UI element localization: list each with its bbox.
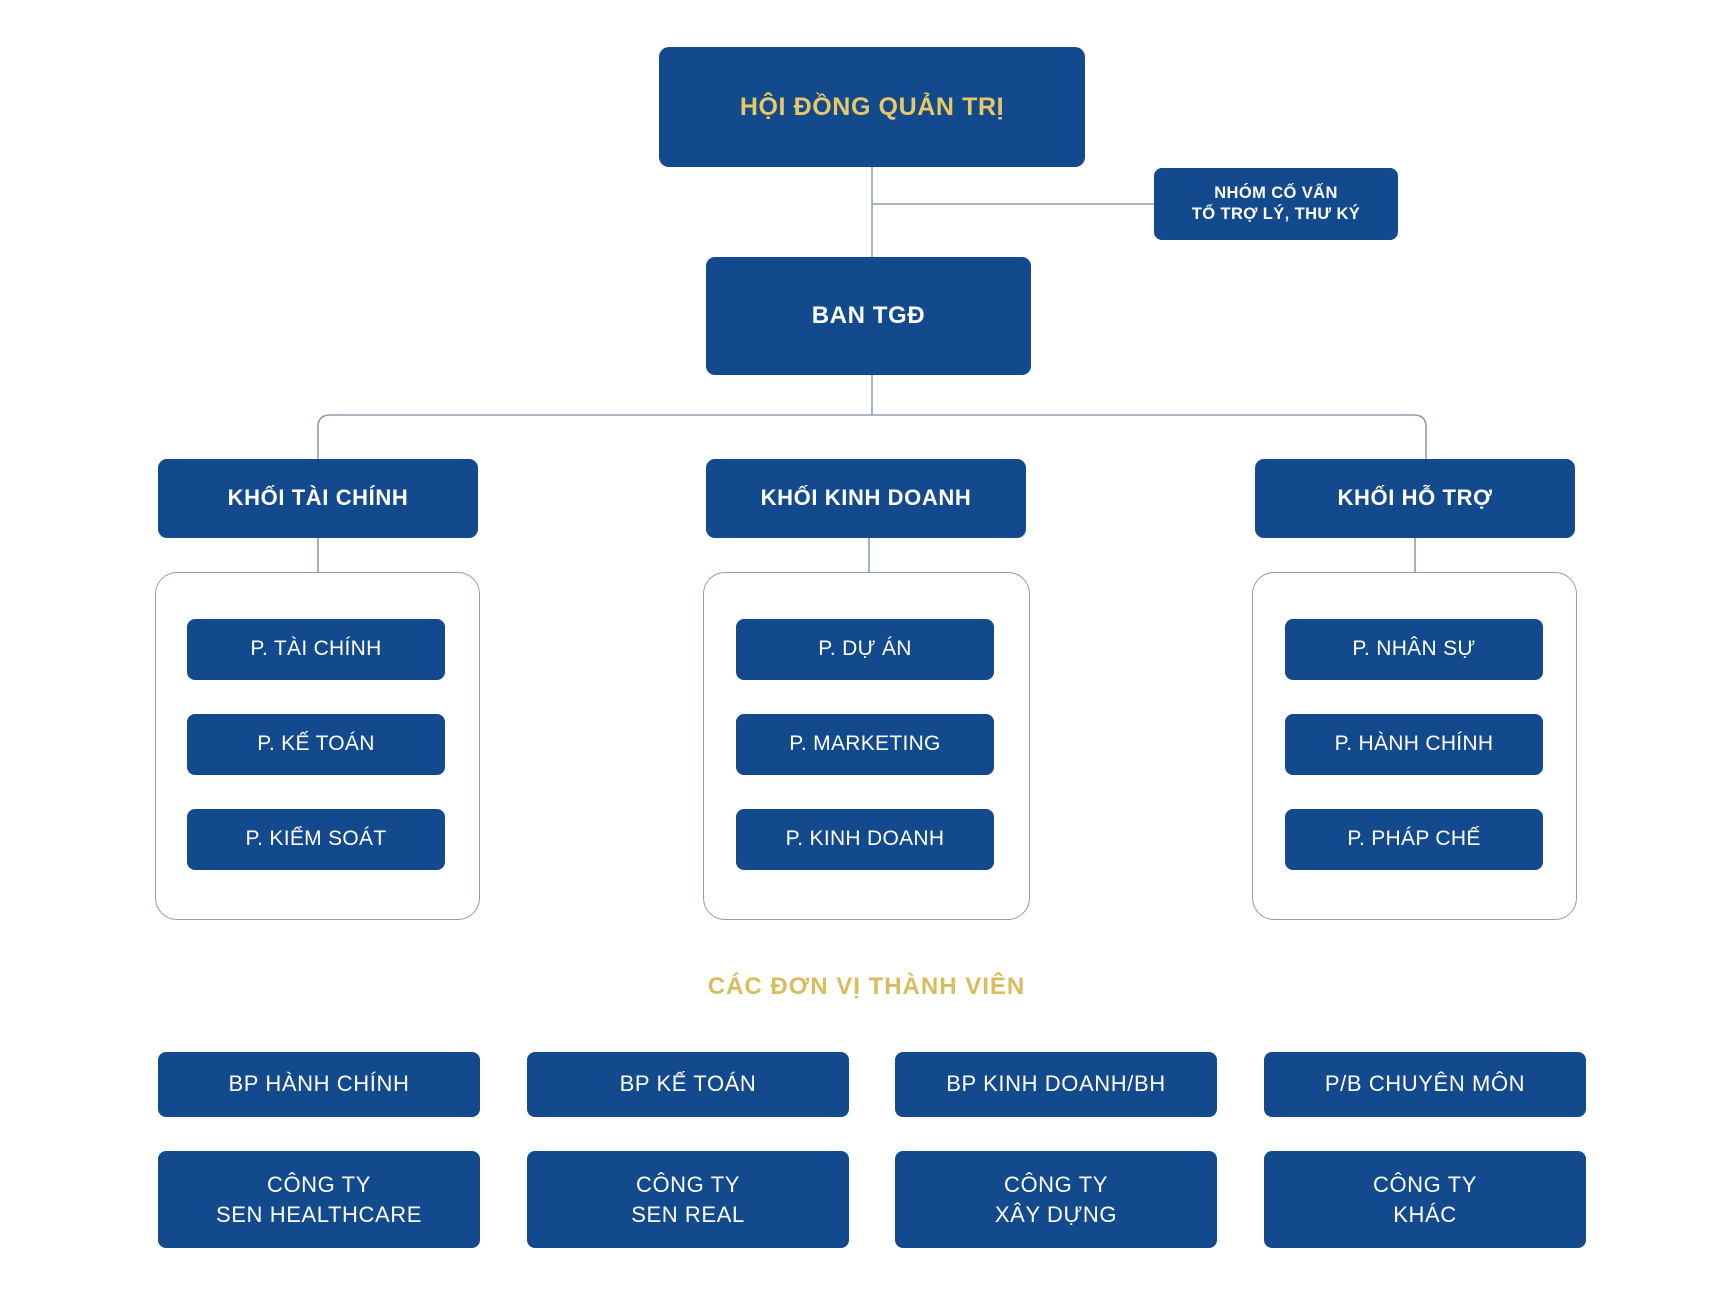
node-dept-marketing[interactable]: P. MARKETING (736, 714, 994, 775)
node-dept-du-an[interactable]: P. DỰ ÁN (736, 619, 994, 680)
node-ban-tgd[interactable]: BAN TGĐ (706, 257, 1031, 375)
node-dept-nhan-su[interactable]: P. NHÂN SỰ (1285, 619, 1543, 680)
company-line-1: CÔNG TY (266, 1172, 371, 1198)
member-units-section-title: CÁC ĐƠN VỊ THÀNH VIÊN (707, 973, 1026, 1000)
node-dept-kinh-doanh[interactable]: P. KINH DOANH (736, 809, 994, 870)
node-member-bp-hanh-chinh[interactable]: BP HÀNH CHÍNH (158, 1052, 480, 1117)
node-dept-tai-chinh[interactable]: P. TÀI CHÍNH (187, 619, 445, 680)
group-frame-support (1252, 572, 1577, 920)
node-dept-hanh-chinh[interactable]: P. HÀNH CHÍNH (1285, 714, 1543, 775)
company-line-2: SEN REAL (631, 1201, 745, 1227)
node-company-sen-healthcare[interactable]: CÔNG TY SEN HEALTHCARE (158, 1151, 480, 1248)
node-dept-ke-toan[interactable]: P. KẾ TOÁN (187, 714, 445, 775)
node-company-sen-real[interactable]: CÔNG TY SEN REAL (527, 1151, 849, 1248)
node-member-bp-kinh-doanh-bh[interactable]: BP KINH DOANH/BH (895, 1052, 1217, 1117)
group-frame-business (703, 572, 1030, 920)
node-member-bp-ke-toan[interactable]: BP KẾ TOÁN (527, 1052, 849, 1117)
node-dept-phap-che[interactable]: P. PHÁP CHẾ (1285, 809, 1543, 870)
node-dept-kiem-soat[interactable]: P. KIỂM SOÁT (187, 809, 445, 870)
node-advisory-group[interactable]: NHÓM CỐ VẤN TỔ TRỢ LÝ, THƯ KÝ (1154, 168, 1398, 240)
node-board-of-directors[interactable]: HỘI ĐỒNG QUẢN TRỊ (659, 47, 1085, 167)
node-company-xay-dung[interactable]: CÔNG TY XÂY DỰNG (895, 1151, 1217, 1248)
node-company-khac[interactable]: CÔNG TY KHÁC (1264, 1151, 1586, 1248)
node-member-pb-chuyen-mon[interactable]: P/B CHUYÊN MÔN (1264, 1052, 1586, 1117)
node-division-finance[interactable]: KHỐI TÀI CHÍNH (158, 459, 478, 538)
node-division-business[interactable]: KHỐI KINH DOANH (706, 459, 1026, 538)
node-division-support[interactable]: KHỐI HỖ TRỢ (1255, 459, 1575, 538)
company-line-2: XÂY DỰNG (994, 1201, 1118, 1227)
company-line-2: SEN HEALTHCARE (215, 1201, 423, 1227)
edge-division-bus (317, 414, 1427, 459)
company-line-1: CÔNG TY (1003, 1172, 1109, 1198)
advisory-line-2: TỔ TRỢ LÝ, THƯ KÝ (1191, 205, 1361, 223)
advisory-line-1: NHÓM CỐ VẤN (1214, 183, 1338, 202)
group-frame-finance (155, 572, 480, 920)
company-line-1: CÔNG TY (1372, 1172, 1478, 1198)
company-line-2: KHÁC (1393, 1201, 1457, 1227)
company-line-1: CÔNG TY (635, 1172, 741, 1198)
